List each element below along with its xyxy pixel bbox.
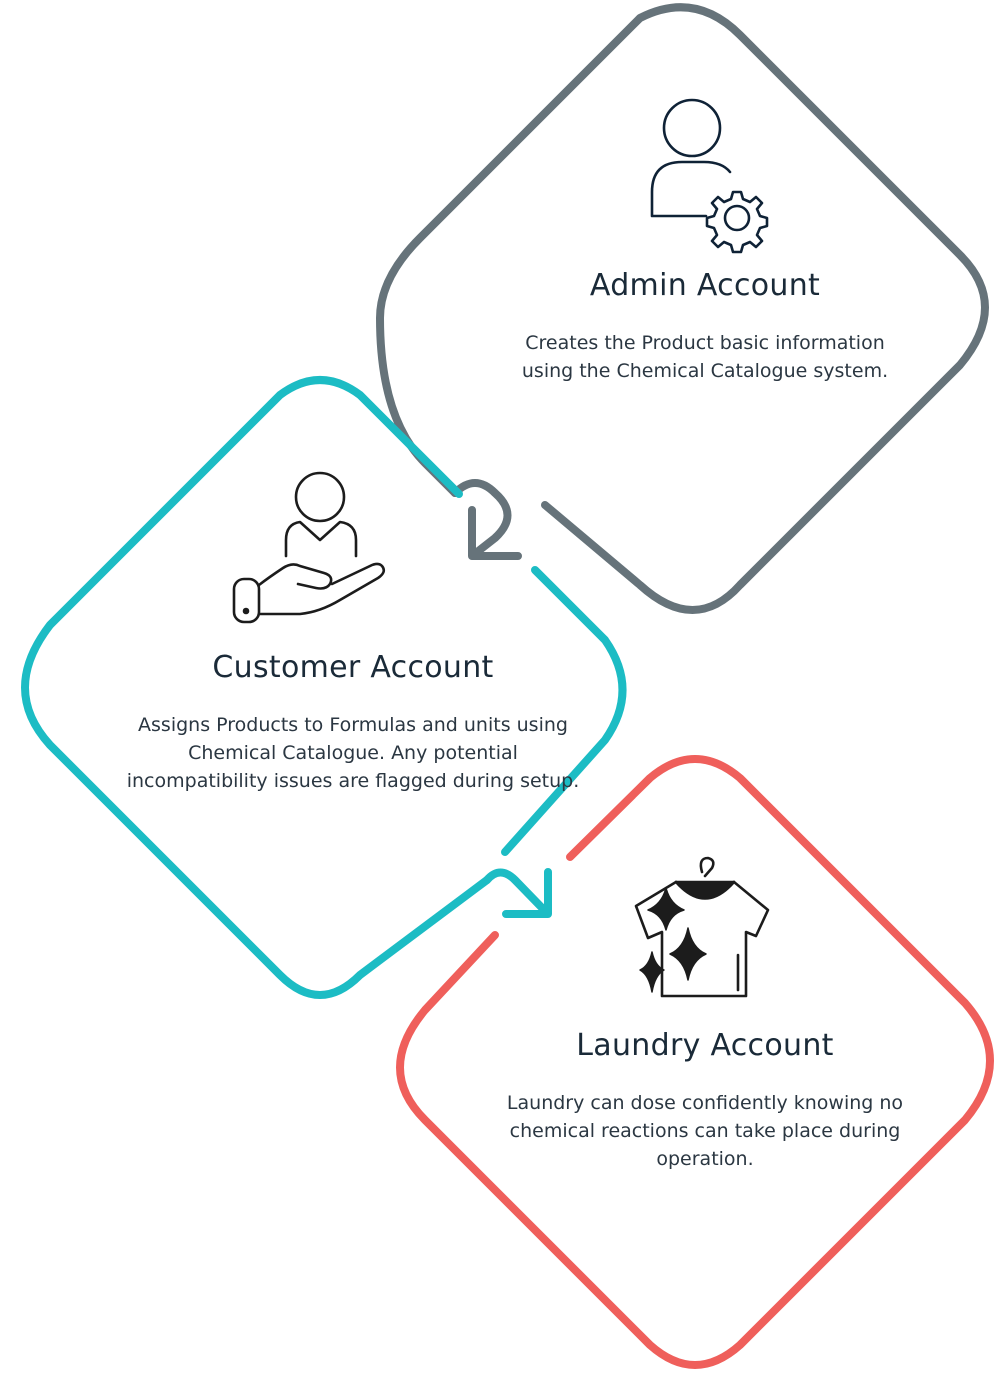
admin-step-title: Admin Account: [589, 268, 821, 303]
customer-arrow: [483, 868, 552, 918]
admin-step-description: Creates the Product basic information us…: [521, 332, 889, 382]
customer-step: Customer Account Assigns Products to For…: [118, 650, 588, 795]
user-gear-icon: [650, 98, 769, 254]
laundry-step-description: Laundry can dose confidently knowing no …: [506, 1092, 904, 1170]
customer-step-title: Customer Account: [212, 650, 494, 685]
sparkling-shirt-icon: [634, 856, 770, 998]
laundry-step: Laundry Account Laundry can dose confide…: [505, 1028, 905, 1173]
customer-diamond-right: [501, 566, 627, 856]
laundry-diamond: [396, 755, 994, 1369]
laundry-step-title: Laundry Account: [576, 1028, 834, 1063]
customer-step-description: Assigns Products to Formulas and units u…: [126, 714, 580, 792]
customer-diamond: [21, 376, 491, 999]
admin-step: Admin Account Creates the Product basic …: [505, 268, 905, 385]
admin-diamond: [376, 3, 989, 614]
user-in-hand-icon: [232, 471, 386, 624]
admin-arrow: [451, 479, 522, 560]
